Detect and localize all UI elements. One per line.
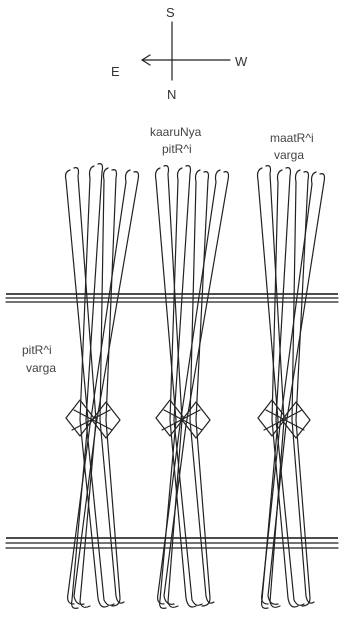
darbha-bundle-left [66, 164, 139, 609]
darbha-bundle-middle [156, 166, 229, 609]
upper-rail [6, 294, 338, 302]
compass-south-label: S [166, 5, 175, 20]
kaarunya-pitr-label-line2: pitR^i [162, 142, 192, 156]
maatr-varga-label-line1: maatR^i [270, 131, 314, 145]
pitr-varga-label-line2: varga [26, 361, 56, 375]
compass-west-label: W [235, 54, 248, 69]
kaarunya-pitr-label-line1: kaaruNya [150, 125, 202, 139]
maatr-varga-label-line2: varga [274, 148, 304, 162]
compass: S N E W [111, 5, 248, 102]
compass-east-label: E [111, 64, 120, 79]
darbha-bundle-right [258, 166, 325, 609]
compass-north-label: N [167, 87, 176, 102]
pitr-varga-label-line1: pitR^i [22, 343, 52, 357]
